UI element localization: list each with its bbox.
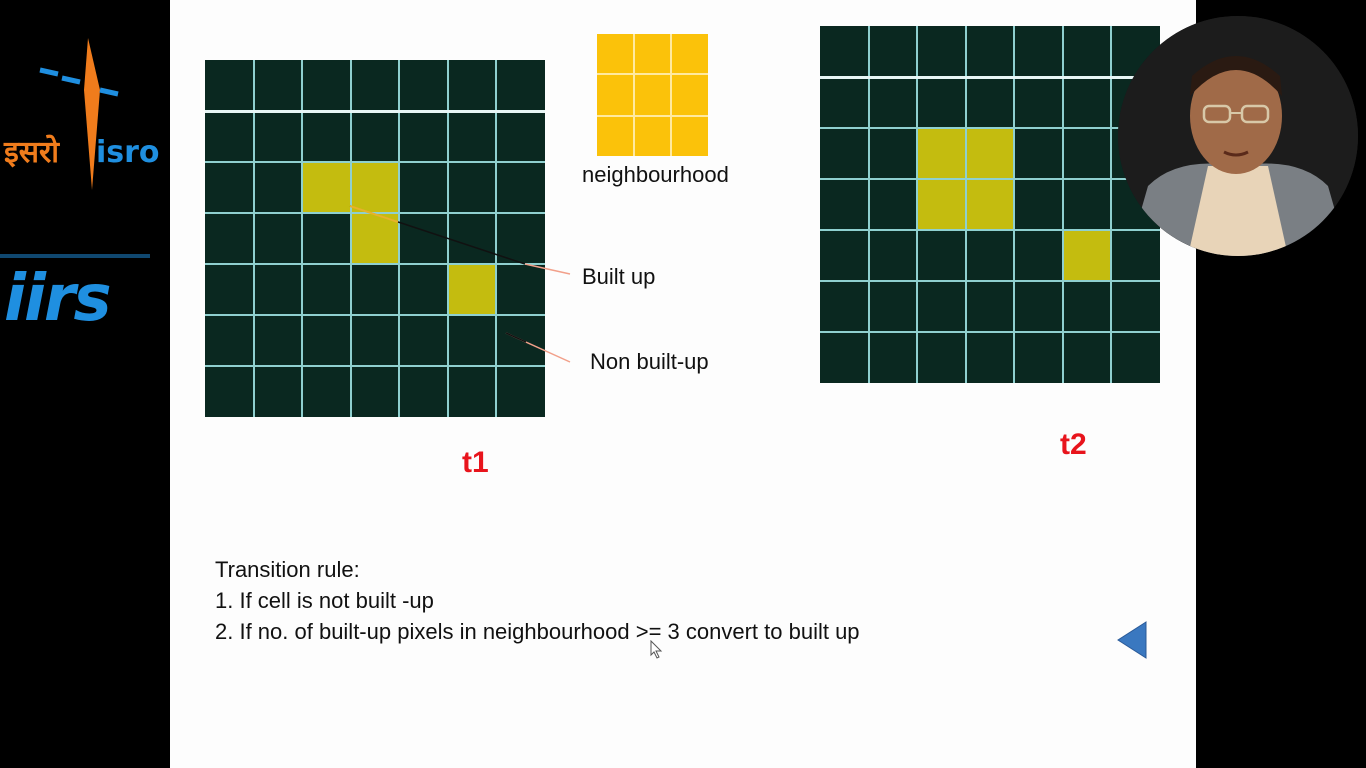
logo-sidebar: इसरो isro iirs	[0, 0, 170, 768]
isro-logo: इसरो isro	[3, 38, 160, 190]
mouse-cursor-icon	[650, 640, 663, 659]
built-up-cell	[965, 179, 1015, 230]
built-up-cell	[447, 264, 497, 315]
neighbourhood-cell	[597, 34, 633, 74]
grid-t1	[205, 60, 545, 417]
grid-line-horizontal	[205, 161, 545, 163]
neighbourhood-cell	[597, 75, 633, 115]
rule-item-2: 2. If no. of built-up pixels in neighbou…	[215, 619, 860, 644]
grid-line-horizontal	[205, 109, 545, 113]
isro-hindi-text: इसरो	[3, 134, 60, 170]
built-up-cell	[1062, 230, 1112, 281]
builtup-label: Built up	[582, 264, 656, 289]
nonbuiltup-label: Non built-up	[590, 349, 709, 374]
grid-line-horizontal	[820, 178, 1160, 180]
isro-english-text: isro	[96, 135, 160, 170]
presenter-video	[1118, 16, 1358, 256]
grid-line-vertical	[398, 60, 401, 417]
grid-t2	[820, 26, 1160, 383]
iirs-underline	[0, 254, 150, 258]
neighbourhood-grid	[597, 34, 708, 156]
grid-line-horizontal	[820, 331, 1160, 333]
grid-line-horizontal	[820, 75, 1160, 79]
t1-label: t1	[462, 446, 489, 479]
grid-line-vertical	[916, 26, 919, 383]
neighbourhood-cell	[672, 75, 708, 115]
neighbourhood-cell	[634, 75, 671, 115]
built-up-cell	[350, 213, 400, 264]
grid-line-horizontal	[820, 280, 1160, 282]
transition-rule: Transition rule: 1. If cell is not built…	[215, 554, 860, 647]
grid-line-vertical	[1110, 26, 1113, 383]
built-up-cell	[965, 128, 1015, 179]
built-up-cell	[302, 162, 351, 213]
neighbourhood-label: neighbourhood	[582, 162, 729, 187]
grid-line-horizontal	[820, 229, 1160, 231]
neighbourhood-cell	[672, 34, 708, 74]
triangle-left-icon	[1117, 621, 1147, 659]
prev-slide-button[interactable]	[1116, 620, 1148, 660]
rule-title: Transition rule:	[215, 557, 360, 582]
neighbourhood-cell	[634, 116, 671, 156]
grid-line-vertical	[964, 26, 967, 383]
grid-line-horizontal	[205, 263, 545, 265]
grid-line-vertical	[301, 60, 304, 417]
grid-line-vertical	[446, 60, 449, 417]
iirs-logo: iirs	[4, 262, 112, 336]
t2-label: t2	[1060, 428, 1087, 461]
grid-line-vertical	[867, 26, 870, 383]
built-up-cell	[917, 128, 966, 179]
grid-line-vertical	[252, 60, 255, 417]
presenter-avatar	[1118, 16, 1358, 256]
grid-line-horizontal	[205, 365, 545, 367]
neighbourhood-cell	[634, 34, 671, 74]
grid-line-vertical	[1061, 26, 1064, 383]
grid-line-vertical	[495, 60, 498, 417]
rule-item-1: 1. If cell is not built -up	[215, 588, 434, 613]
neighbourhood-cell	[597, 116, 633, 156]
grid-line-horizontal	[205, 212, 545, 214]
built-up-cell	[350, 162, 400, 213]
grid-line-horizontal	[820, 127, 1160, 129]
built-up-cell	[917, 179, 966, 230]
grid-line-vertical	[349, 60, 352, 417]
grid-line-vertical	[1013, 26, 1016, 383]
slide: neighbourhood Built up Non built-up t1 t…	[170, 0, 1196, 768]
neighbourhood-cell	[672, 116, 708, 156]
grid-line-horizontal	[205, 314, 545, 316]
